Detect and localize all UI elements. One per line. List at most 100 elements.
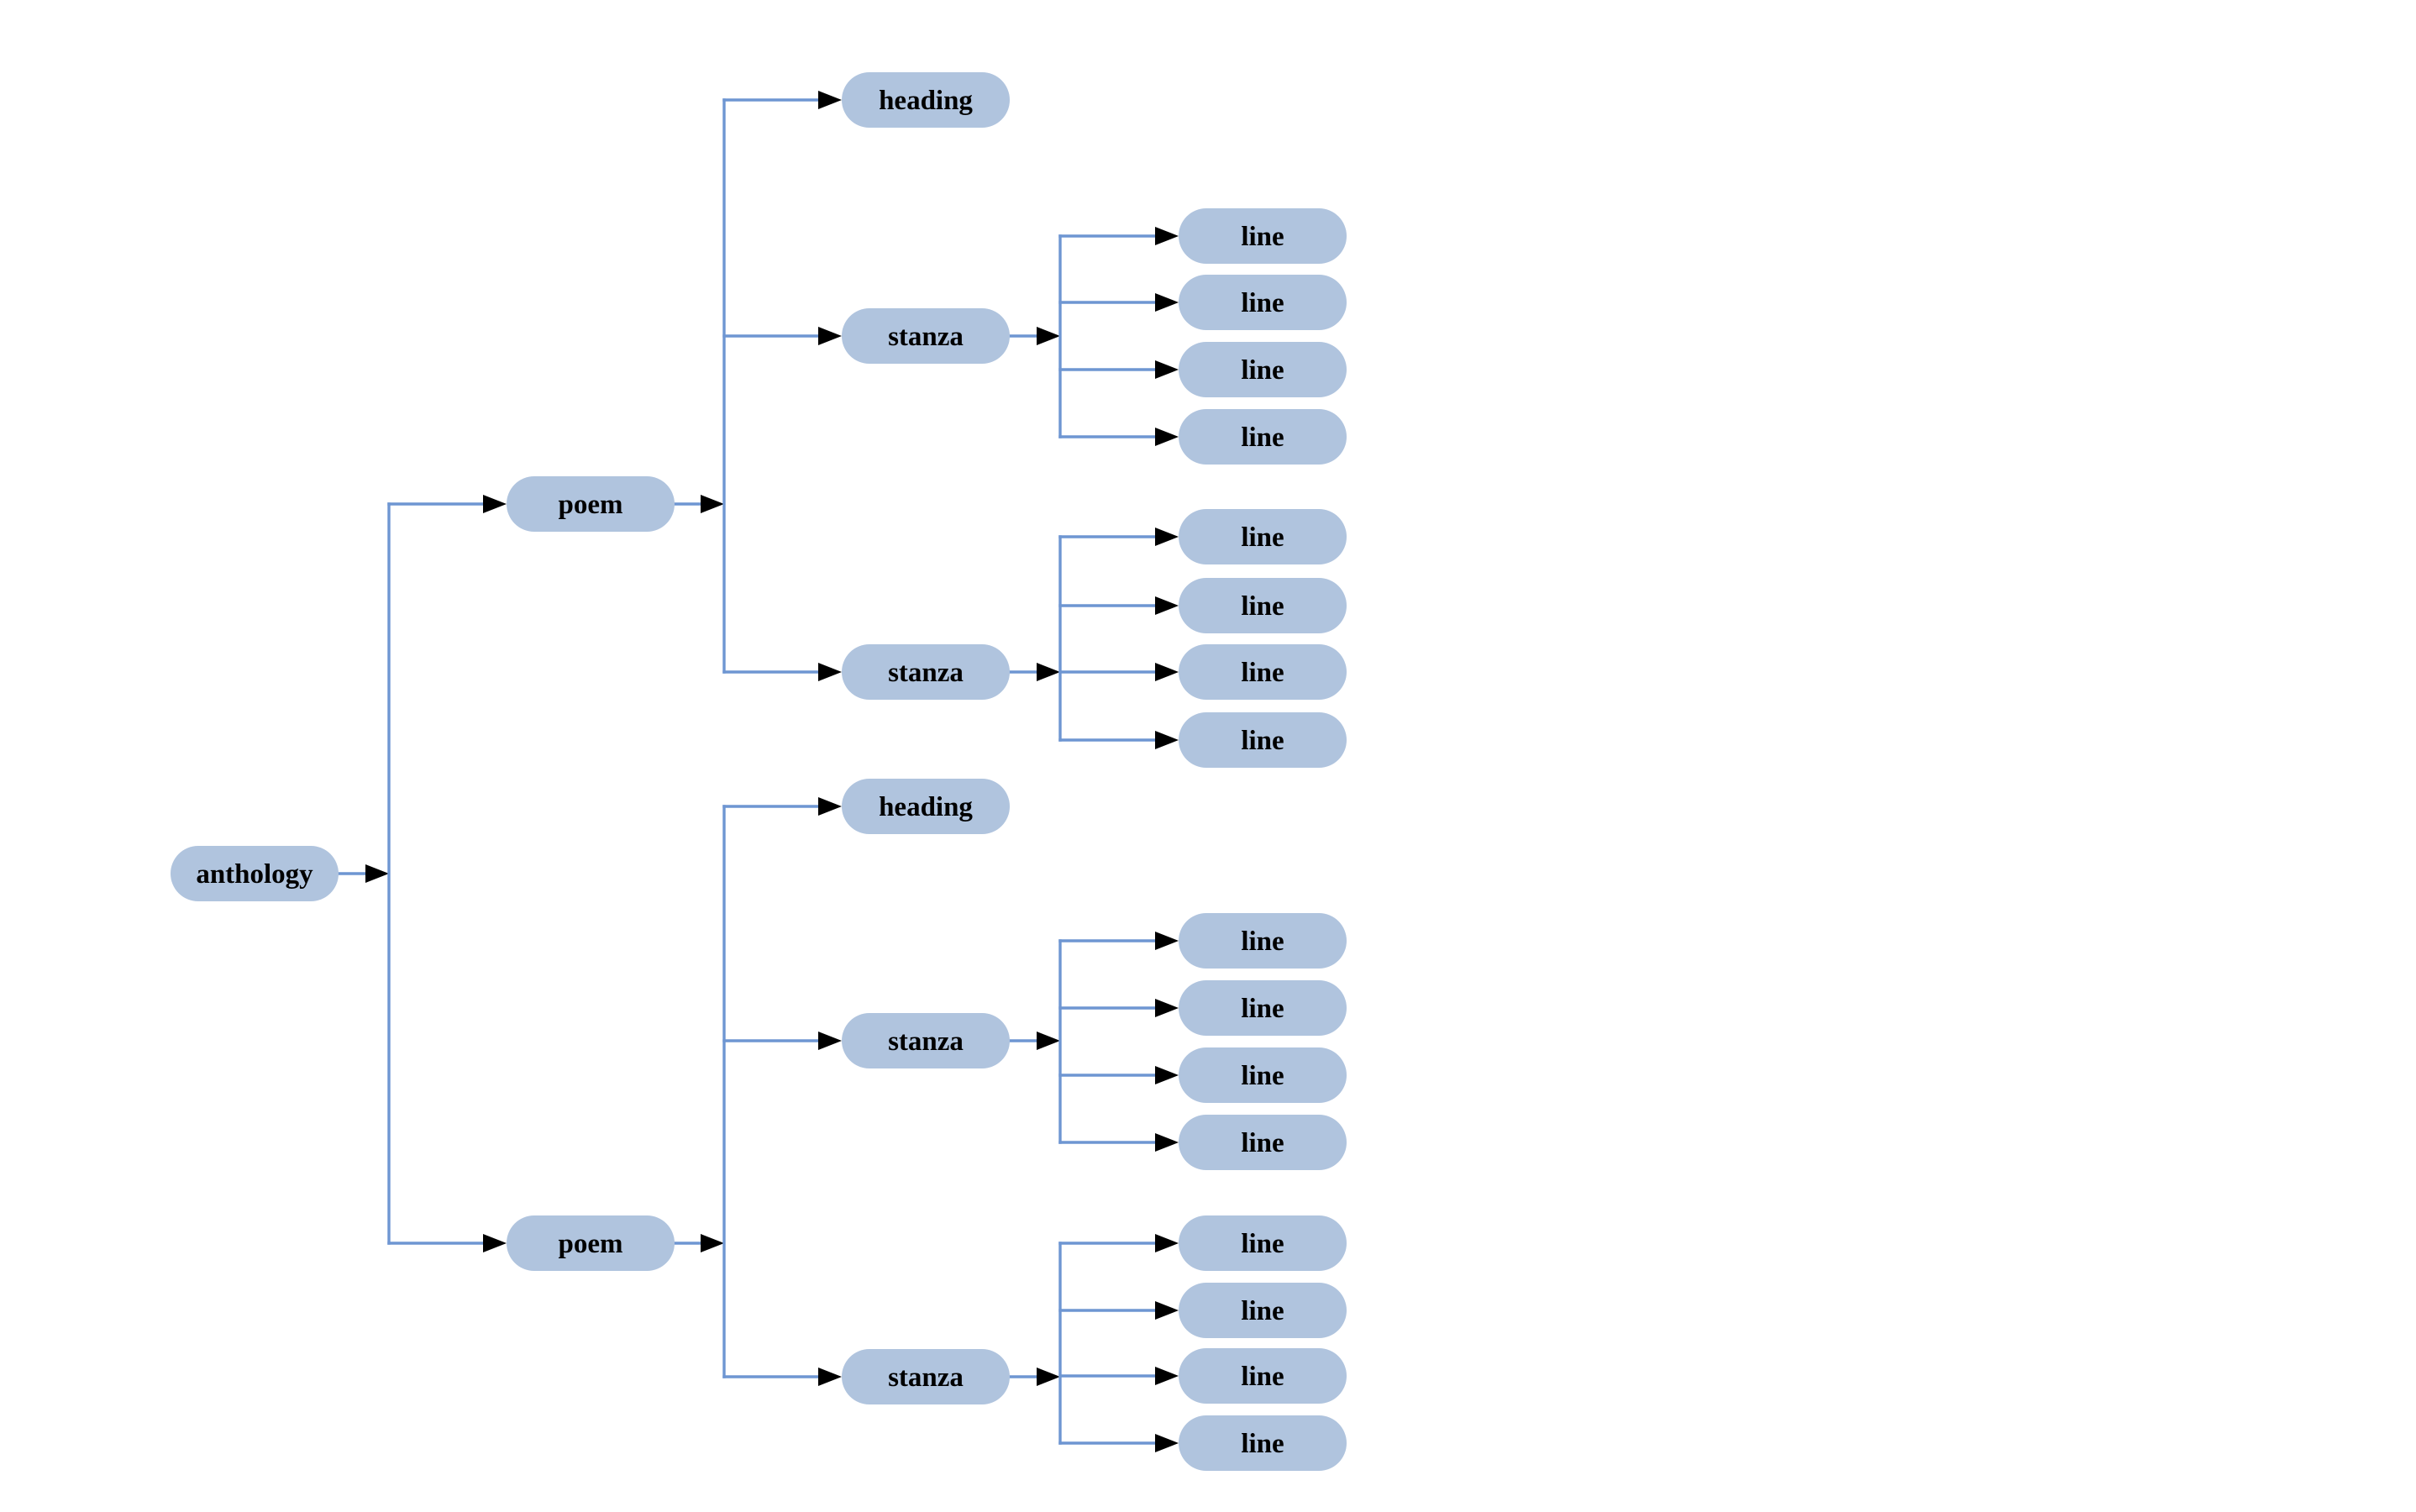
node-label: heading [879, 86, 973, 116]
node-label: line [1241, 994, 1284, 1024]
arrowhead-icon [1155, 1234, 1179, 1252]
node-label: poem [559, 1229, 623, 1259]
tree-node-poem: poem [507, 476, 675, 532]
tree-node-line: line [1179, 1415, 1347, 1471]
tree-node-stanza: stanza [842, 1349, 1010, 1404]
arrowhead-icon [1155, 1133, 1179, 1152]
node-label: line [1241, 591, 1284, 622]
node-pill [1179, 1415, 1347, 1471]
arrowhead-icon [818, 797, 842, 816]
node-pill [507, 1215, 675, 1271]
tree-node-line: line [1179, 342, 1347, 397]
tree-node-line: line [1179, 578, 1347, 633]
node-label: poem [559, 490, 623, 520]
tree-node-line: line [1179, 409, 1347, 465]
node-pill [171, 846, 339, 901]
node-label: stanza [888, 658, 964, 688]
arrowhead-icon [483, 1234, 507, 1252]
node-label: line [1241, 522, 1284, 553]
node-label: stanza [888, 322, 964, 352]
node-pill [1179, 275, 1347, 330]
tree-node-stanza: stanza [842, 644, 1010, 700]
arrowhead-icon [818, 327, 842, 345]
arrowhead-icon [1155, 663, 1179, 681]
tree-node-line: line [1179, 1283, 1347, 1338]
node-pill [507, 476, 675, 532]
node-pill [842, 779, 1010, 834]
node-label: line [1241, 423, 1284, 453]
arrowhead-icon [1037, 663, 1060, 681]
arrowhead-icon [1155, 1066, 1179, 1084]
arrowhead-icon [1155, 293, 1179, 312]
node-label: heading [879, 792, 973, 822]
tree-node-line: line [1179, 712, 1347, 768]
tree-node-line: line [1179, 1115, 1347, 1170]
tree-node-poem: poem [507, 1215, 675, 1271]
node-pill [1179, 578, 1347, 633]
node-label: anthology [196, 859, 313, 890]
arrowhead-icon [1155, 227, 1179, 245]
tree-node-line: line [1179, 208, 1347, 264]
tree-node-line: line [1179, 1215, 1347, 1271]
arrowhead-icon [1155, 1301, 1179, 1320]
nodes-layer: heading line line line line stanza line line lin… [171, 72, 1347, 1471]
tree-node-stanza: stanza [842, 1013, 1010, 1068]
node-pill [842, 308, 1010, 364]
tree-node-anthology: anthology [171, 846, 339, 901]
node-label: line [1241, 658, 1284, 688]
node-pill [1179, 980, 1347, 1036]
node-label: line [1241, 1229, 1284, 1259]
tree-node-heading: heading [842, 72, 1010, 128]
arrowhead-icon [1155, 1434, 1179, 1452]
edges-layer [337, 91, 1179, 1452]
node-label: line [1241, 288, 1284, 318]
tree-node-line: line [1179, 980, 1347, 1036]
node-pill [1179, 913, 1347, 969]
node-label: line [1241, 726, 1284, 756]
arrowhead-icon [701, 495, 724, 513]
node-label: stanza [888, 1026, 964, 1057]
tree-node-line: line [1179, 1348, 1347, 1404]
node-pill [842, 644, 1010, 700]
arrowhead-icon [1155, 428, 1179, 446]
tree-node-line: line [1179, 1047, 1347, 1103]
node-pill [1179, 509, 1347, 564]
arrowhead-icon [1155, 360, 1179, 379]
node-label: line [1241, 927, 1284, 957]
node-pill [1179, 208, 1347, 264]
arrowhead-icon [1155, 596, 1179, 615]
arrowhead-icon [1155, 731, 1179, 749]
node-pill [1179, 1348, 1347, 1404]
arrowhead-icon [1155, 1367, 1179, 1385]
node-label: line [1241, 1128, 1284, 1158]
node-label: line [1241, 222, 1284, 252]
node-pill [1179, 712, 1347, 768]
tree-node-line: line [1179, 509, 1347, 564]
arrowhead-icon [818, 1032, 842, 1050]
arrowhead-icon [1037, 1368, 1060, 1386]
node-pill [1179, 1115, 1347, 1170]
node-label: stanza [888, 1362, 964, 1393]
node-pill [1179, 342, 1347, 397]
arrowhead-icon [1155, 932, 1179, 950]
tree-node-stanza: stanza [842, 308, 1010, 364]
tree-node-heading: heading [842, 779, 1010, 834]
tree-node-line: line [1179, 913, 1347, 969]
node-pill [842, 1013, 1010, 1068]
arrowhead-icon [818, 1368, 842, 1386]
node-pill [1179, 409, 1347, 465]
arrowhead-icon [483, 495, 507, 513]
arrowhead-icon [1037, 327, 1060, 345]
node-pill [1179, 1047, 1347, 1103]
node-pill [1179, 1215, 1347, 1271]
node-pill [842, 72, 1010, 128]
node-label: line [1241, 1296, 1284, 1326]
arrowhead-icon [1155, 528, 1179, 546]
arrowhead-icon [701, 1234, 724, 1252]
node-pill [842, 1349, 1010, 1404]
arrowhead-icon [1155, 999, 1179, 1017]
arrowhead-icon [365, 864, 389, 883]
node-label: line [1241, 1429, 1284, 1459]
